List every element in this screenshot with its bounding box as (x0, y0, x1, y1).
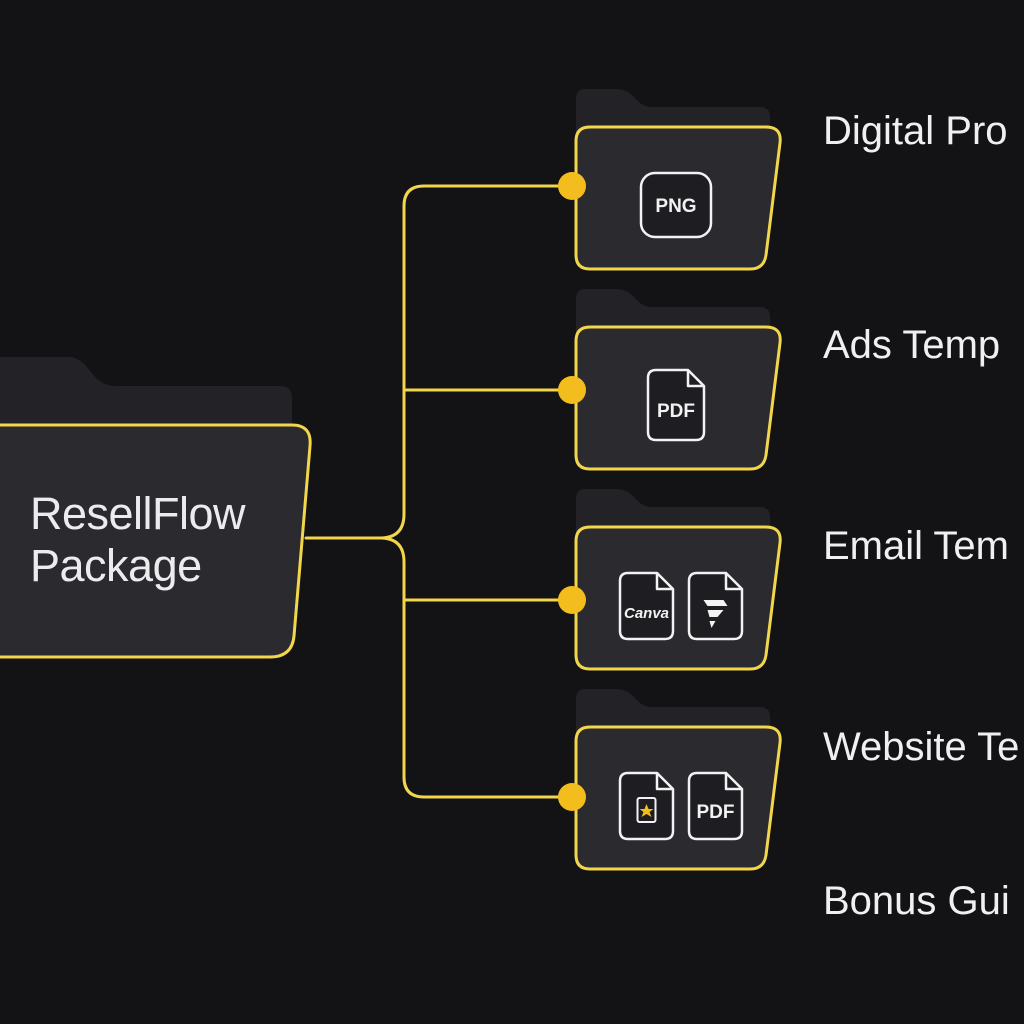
connector-node (558, 586, 586, 614)
pdf-file-icon: PDF (646, 368, 706, 442)
png-file-icon: PNG (639, 171, 713, 239)
connector-trunk-lower (402, 560, 574, 799)
root-title-line-1: ResellFlow (30, 488, 246, 539)
root-folder-body (0, 423, 312, 659)
branch-folder-2: PDF (558, 289, 782, 471)
inner-doc-outline (636, 797, 657, 823)
branch-label-ads-templates: Ads Temp (823, 323, 1001, 367)
figma-mark (703, 600, 728, 628)
connector-branch-1 (402, 184, 574, 516)
connector-node (558, 172, 586, 200)
root-folder-tab (0, 357, 292, 440)
connector-node (558, 783, 586, 811)
branch-label-bonus-guides: Bonus Gui (823, 879, 1010, 923)
connector-root (304, 512, 406, 540)
file-type-label: PDF (697, 802, 735, 823)
branch-folder-4: PDF (558, 689, 782, 871)
connector-lines (304, 184, 574, 799)
branch-folder-1: PNG (558, 89, 782, 271)
branch-label-digital-products: Digital Pro (823, 109, 1008, 153)
file-type-label: PNG (655, 196, 696, 217)
badge-outline (639, 171, 713, 239)
pdf-file-icon: PDF (687, 771, 744, 841)
file-type-label: PDF (657, 401, 695, 422)
branch-label-email-templates: Email Tem (823, 524, 1009, 568)
folder-body (574, 525, 782, 671)
canva-file-icon: Canva (618, 571, 675, 641)
star-file-icon (618, 771, 675, 841)
root-folder-title: ResellFlow Package (30, 488, 246, 592)
branch-folder-3: Canva (558, 489, 782, 671)
connector-node (558, 376, 586, 404)
figma-file-icon (687, 571, 744, 641)
file-type-label: Canva (624, 605, 669, 622)
branch-label-website-templates: Website Te (823, 725, 1020, 769)
connector-root-lower (378, 536, 406, 564)
folder-body (574, 725, 782, 871)
root-title-line-2: Package (30, 540, 202, 591)
star-mark (639, 804, 654, 817)
root-folder-icon (0, 357, 312, 659)
